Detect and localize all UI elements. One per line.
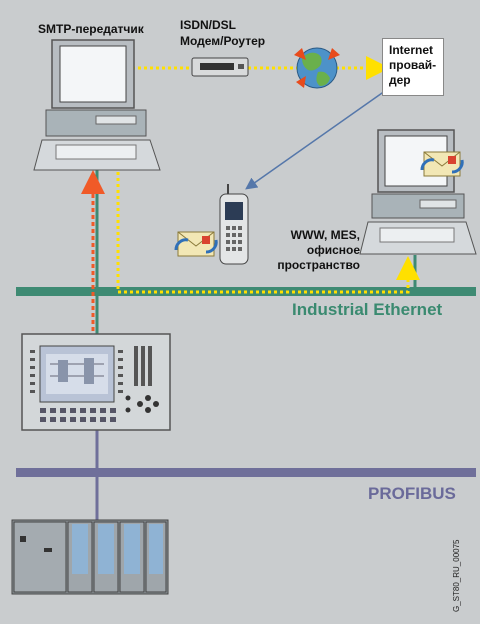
space-label: пространство bbox=[277, 258, 360, 272]
modem-router-label: Модем/Роутер bbox=[180, 34, 266, 48]
isp-label-line3: дер bbox=[389, 73, 411, 87]
isp-label-line1: Internet bbox=[389, 43, 434, 57]
office-label: офисное bbox=[306, 243, 360, 257]
document-id: G_ST80_RU_00075 bbox=[452, 539, 461, 613]
www-mes-label: WWW, MES, bbox=[290, 228, 360, 242]
internet-provider-box: Internet провай- дер bbox=[382, 38, 444, 96]
isdn-label: ISDN/DSL bbox=[180, 18, 237, 32]
industrial-ethernet-label: Industrial Ethernet bbox=[292, 300, 443, 319]
modem-icon bbox=[191, 57, 249, 77]
email-icon-phone bbox=[174, 231, 218, 257]
hmi-panel-icon bbox=[21, 333, 171, 431]
isp-label-line2: провай- bbox=[389, 58, 437, 72]
profibus-bus bbox=[16, 468, 476, 477]
smtp-pc-icon bbox=[33, 39, 161, 171]
email-icon bbox=[420, 151, 464, 177]
smtp-transmitter-label: SMTP-передатчик bbox=[38, 22, 144, 36]
globe-icon bbox=[294, 47, 340, 89]
office-pc-icon bbox=[359, 129, 477, 255]
mobile-phone-icon bbox=[219, 184, 249, 265]
blue-link-isp-to-phone bbox=[245, 85, 393, 190]
profibus-label: PROFIBUS bbox=[368, 484, 456, 503]
yellow-link-ethernet bbox=[116, 172, 420, 294]
plc-rack-icon bbox=[11, 519, 169, 595]
